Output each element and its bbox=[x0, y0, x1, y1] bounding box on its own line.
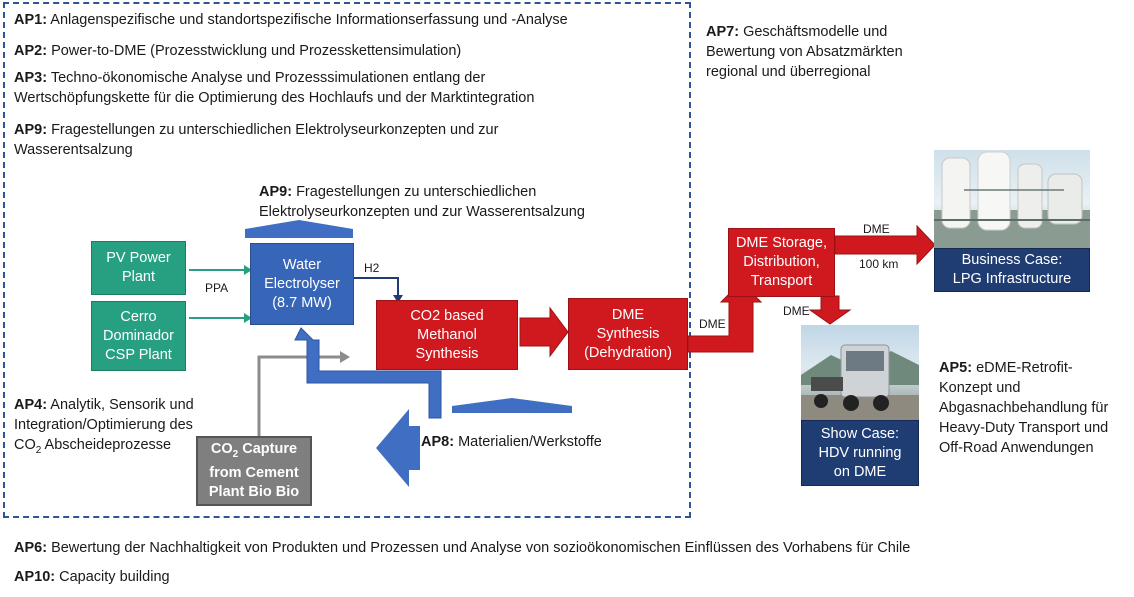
pv-power-plant-box: PV Power Plant bbox=[91, 241, 186, 295]
project-scope-frame bbox=[3, 2, 691, 518]
ap9-electrolyser-text: AP9: Fragestellungen zu unterschiedliche… bbox=[259, 184, 585, 220]
ap8-left-arrow bbox=[376, 409, 420, 487]
ap8-chevron bbox=[452, 398, 572, 413]
ap9-text: AP9: Fragestellungen zu unterschiedliche… bbox=[14, 122, 499, 158]
show-case-box: Show Case: HDV running on DME bbox=[801, 420, 919, 486]
dme-synthesis-box: DME Synthesis (Dehydration) bbox=[568, 298, 688, 370]
ap9-chevron bbox=[245, 220, 353, 238]
truck-photo bbox=[801, 325, 919, 420]
ap2-text: AP2: Power-to-DME (Prozesstwicklung und … bbox=[14, 43, 462, 59]
csp-plant-box: Cerro Dominador CSP Plant bbox=[91, 301, 186, 371]
h2-label: H2 bbox=[364, 261, 380, 275]
dme-label-business: DME bbox=[863, 222, 890, 236]
ap6-text: AP6: Bewertung der Nachhaltigkeit von Pr… bbox=[14, 540, 911, 556]
business-case-box: Business Case: LPG Infrastructure bbox=[934, 248, 1090, 292]
ap3-text: AP3: Techno-ökonomische Analyse und Proz… bbox=[14, 70, 535, 106]
ap1-text: AP1: Anlagenspezifische und standortspez… bbox=[14, 12, 568, 28]
lpg-tank-photo bbox=[934, 150, 1090, 248]
ap8-text: AP8: Materialien/Werkstoffe bbox=[421, 434, 602, 450]
methanol-synthesis-box: CO2 based Methanol Synthesis bbox=[376, 300, 518, 370]
co2-capture-box: CO2 Capture from Cement Plant Bio Bio bbox=[196, 436, 312, 506]
ap10-text: AP10: Capacity building bbox=[14, 569, 170, 585]
storage-to-business-arrow bbox=[834, 224, 936, 266]
ppa-arrows bbox=[189, 265, 252, 323]
material-return-arrow bbox=[294, 327, 442, 419]
distance-label: 100 km bbox=[859, 257, 899, 271]
dme-storage-box: DME Storage, Distribution, Transport bbox=[728, 228, 835, 297]
co2-feed-line bbox=[257, 351, 350, 440]
storage-to-showcase-arrow bbox=[808, 295, 852, 325]
dme-label-synthesis: DME bbox=[699, 317, 726, 331]
water-electrolyser-box: Water Electrolyser (8.7 MW) bbox=[250, 243, 354, 325]
methanol-to-dme-arrow bbox=[519, 306, 569, 358]
h2-connector bbox=[353, 277, 403, 303]
dme-label-showcase: DME bbox=[783, 304, 810, 318]
ppa-label: PPA bbox=[205, 281, 229, 295]
